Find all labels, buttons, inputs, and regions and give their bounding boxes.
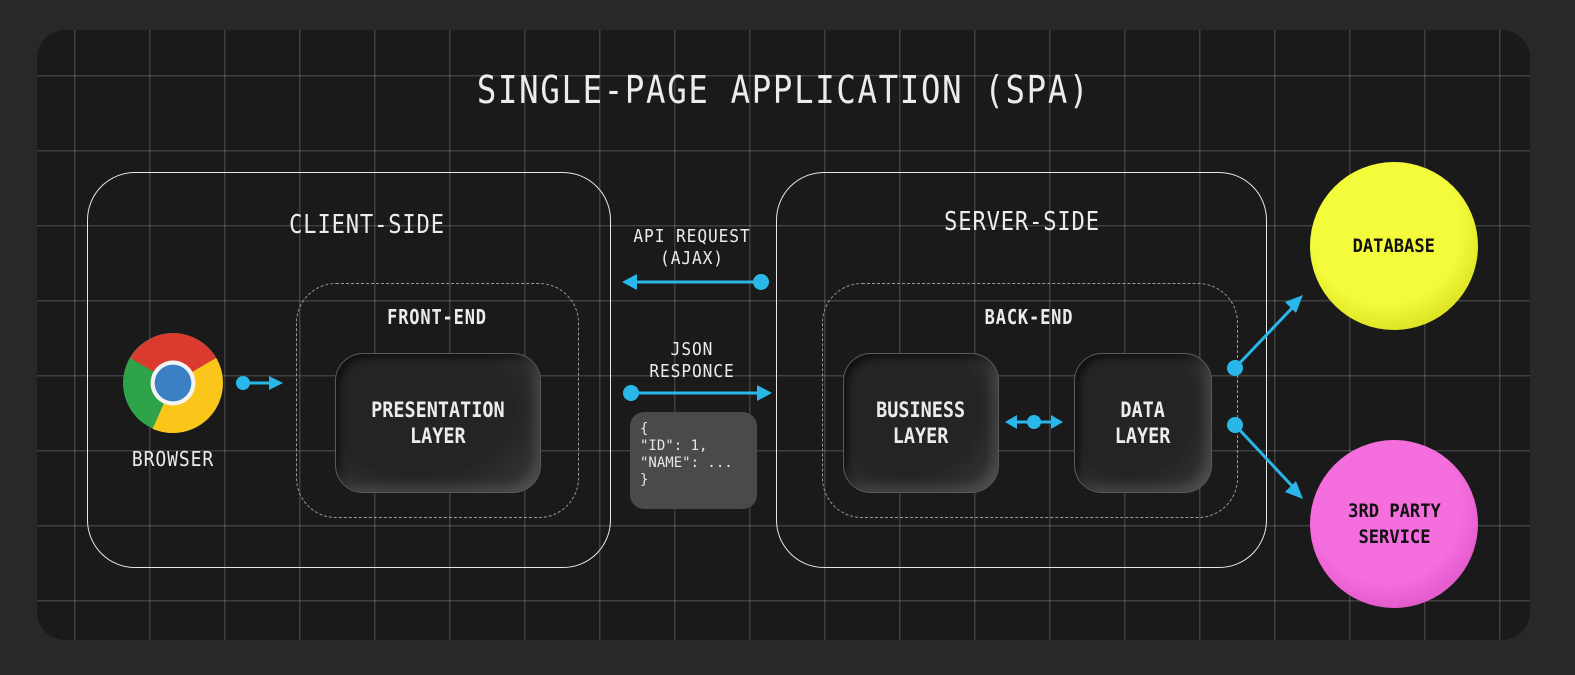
front-end-label: FRONT-END [387,305,487,329]
data-layer-label: DATA LAYER [1115,398,1171,448]
connectors [236,274,1303,499]
data-layer: DATA LAYER [1074,353,1212,493]
database-label: DATABASE [1352,235,1436,257]
server-side-label: SERVER-SIDE [944,207,1100,237]
client-side-label: CLIENT-SIDE [289,210,445,240]
json-sample: { "ID": 1, "NAME": ... } [630,412,757,509]
json-response-arrow [623,385,772,401]
back-end-container [822,283,1238,518]
back-end-label: BACK-END [984,305,1074,329]
data-to-database-arrow [1227,295,1303,376]
api-request-label: API REQUEST (AJAX) [633,226,751,269]
third-party-service-label: 3RD PARTY SERVICE [1347,500,1441,548]
business-layer-label: BUSINESS LAYER [876,398,966,448]
presentation-layer-label: PRESENTATION LAYER [371,398,505,448]
client-side-container [87,172,611,568]
business-layer: BUSINESS LAYER [843,353,999,493]
front-end-container [296,283,579,518]
third-party-service-node: 3RD PARTY SERVICE [1310,440,1478,608]
diagram-title: SINGLE-PAGE APPLICATION (SPA) [476,68,1091,112]
data-to-third-party-arrow [1227,417,1303,499]
chrome-icon [122,332,224,434]
database-node: DATABASE [1310,162,1478,330]
api-request-arrow [622,274,769,290]
diagram-canvas: SINGLE-PAGE APPLICATION (SPA) CLIENT-SID… [37,30,1530,640]
json-response-label: JSON RESPONCE [649,339,735,382]
browser-to-frontend-arrow [236,376,283,390]
browser-label: BROWSER [131,447,215,471]
business-data-bidirectional-arrow [1005,415,1063,429]
presentation-layer: PRESENTATION LAYER [335,353,541,493]
server-side-container [776,172,1267,568]
